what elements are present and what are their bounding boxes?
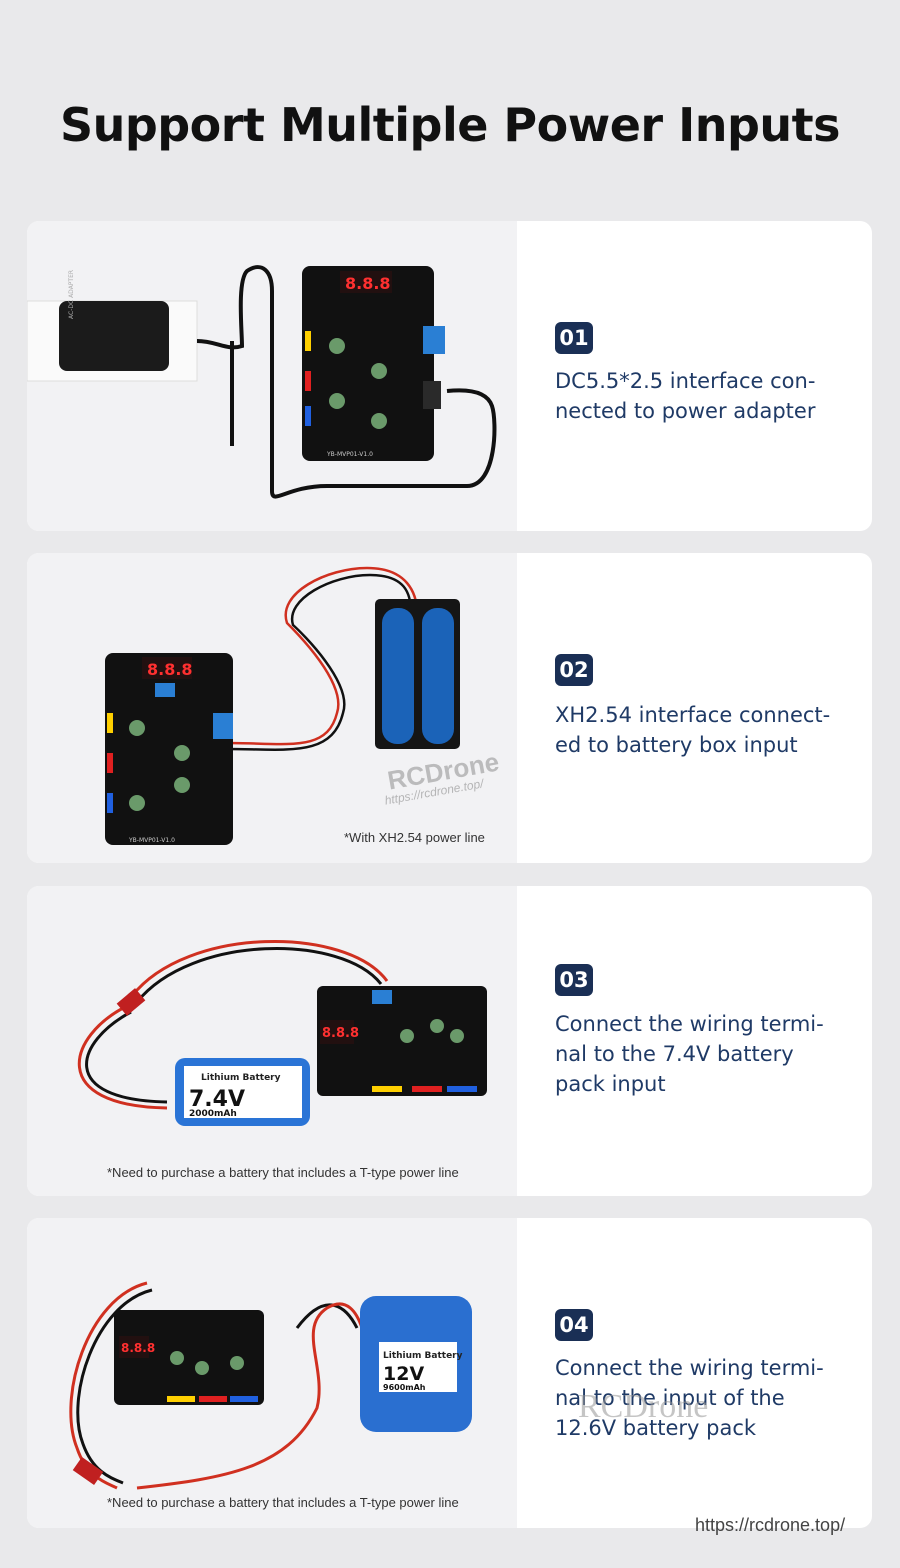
step-number-badge: 03 xyxy=(555,964,593,996)
battery-label-voltage: 12V xyxy=(383,1363,424,1385)
board-display-4: 8.8.8 xyxy=(121,1341,155,1355)
board-display-1: 8.8.8 xyxy=(345,274,391,293)
battery-box-connection-photo: 8.8.8 YB-MVP01-V1.0 RCDrone https://rcdr… xyxy=(27,553,517,863)
battery-12v-connection-photo: 8.8.8 Lithium Battery 12V 9600mAh *Need … xyxy=(27,1218,517,1528)
power-input-card-4: 8.8.8 Lithium Battery 12V 9600mAh *Need … xyxy=(27,1218,872,1528)
step-number-badge: 01 xyxy=(555,322,593,354)
battery-label-title: Lithium Battery xyxy=(201,1073,281,1083)
board-id-label: YB-MVP01-V1.0 xyxy=(128,837,175,844)
step-description: XH2.54 interface connect- ed to battery … xyxy=(555,703,831,757)
step-description: Connect the wiring termi- nal to the 7.4… xyxy=(555,1012,824,1096)
board-display-3: 8.8.8 xyxy=(322,1026,359,1041)
board-id-label: YB-MVP01-V1.0 xyxy=(326,451,373,458)
brand-watermark-overlay: RCDrone xyxy=(578,1388,709,1425)
photo-footnote: *With XH2.54 power line xyxy=(344,830,485,845)
adapter-connection-photo: AC-DC ADAPTER 8.8.8 YB-MVP01-V1.0 xyxy=(27,221,517,531)
battery-label-capacity: 2000mAh xyxy=(189,1109,237,1119)
power-input-card-1: AC-DC ADAPTER 8.8.8 YB-MVP01-V1.0 01 DC5… xyxy=(27,221,872,531)
battery-label-title: Lithium Battery xyxy=(383,1351,463,1361)
step-description: Connect the wiring termi- nal to the inp… xyxy=(555,1356,824,1440)
url-watermark: https://rcdrone.top/ xyxy=(695,1515,846,1535)
power-input-card-2: 8.8.8 YB-MVP01-V1.0 RCDrone https://rcdr… xyxy=(27,553,872,863)
power-input-card-3: Lithium Battery 7.4V 2000mAh 8.8.8 *Need… xyxy=(27,886,872,1196)
board-display-2: 8.8.8 xyxy=(147,660,193,679)
battery-label-voltage: 7.4V xyxy=(189,1087,245,1112)
photo-footnote: *Need to purchase a battery that include… xyxy=(107,1165,459,1180)
step-description: DC5.5*2.5 interface con- nected to power… xyxy=(555,369,816,423)
adapter-label: AC-DC ADAPTER xyxy=(68,270,75,319)
photo-footnote: *Need to purchase a battery that include… xyxy=(107,1495,459,1510)
battery-7v4-connection-photo: Lithium Battery 7.4V 2000mAh 8.8.8 *Need… xyxy=(27,886,517,1196)
step-number-badge: 02 xyxy=(555,654,593,686)
page-title: Support Multiple Power Inputs xyxy=(59,98,841,152)
battery-label-capacity: 9600mAh xyxy=(383,1383,426,1392)
step-number-badge: 04 xyxy=(555,1309,593,1341)
